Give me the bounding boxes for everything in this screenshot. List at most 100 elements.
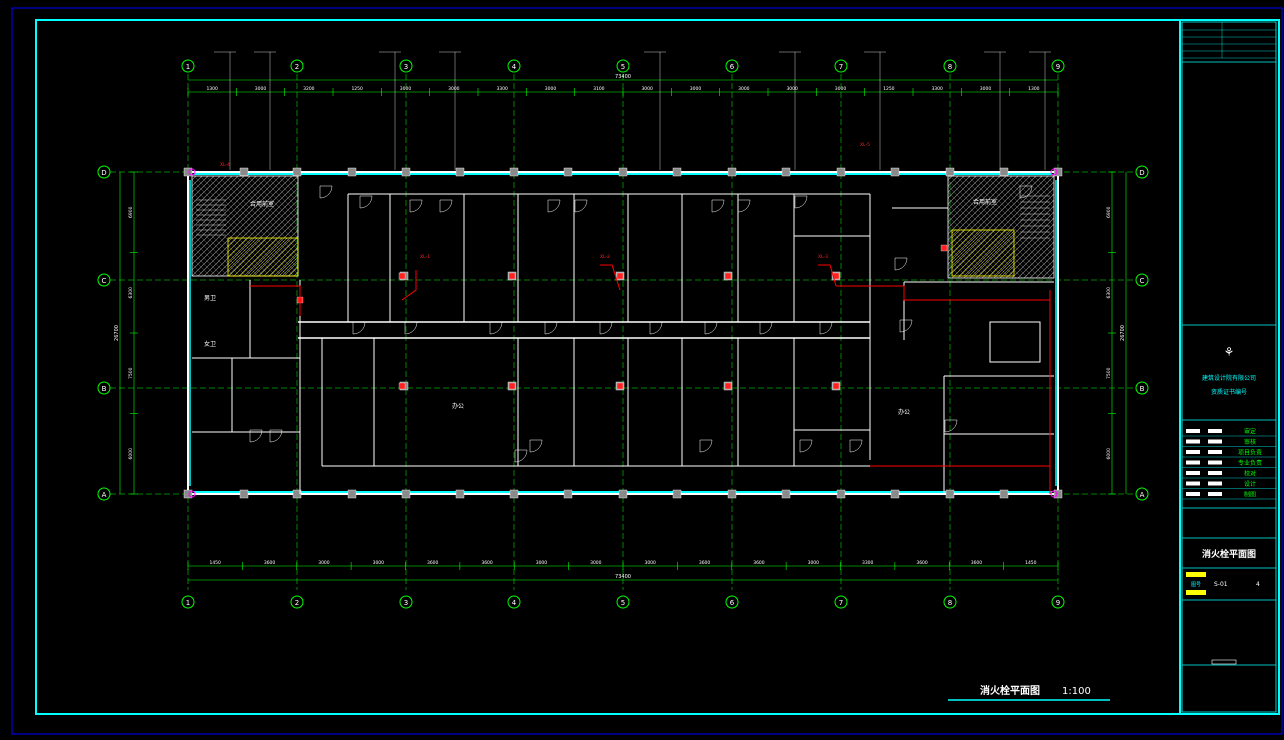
dim-text: 1450 <box>209 560 221 566</box>
structural-column <box>292 167 302 177</box>
dim-text: 3300 <box>496 86 508 92</box>
axis-bubble-right <box>1135 273 1149 287</box>
tb-role-box <box>1186 450 1200 454</box>
fire-hydrant-icon <box>616 382 624 390</box>
axis-label-right: C <box>1140 277 1145 285</box>
structural-column <box>945 167 955 177</box>
fire-hydrant-icon <box>616 272 624 280</box>
axis-bubble-left <box>97 381 111 395</box>
structural-column <box>727 167 737 177</box>
hydrant-tag: XL-3 <box>818 254 828 260</box>
axis-bubble-top <box>181 59 195 73</box>
tb-role-box <box>1186 471 1200 475</box>
tb-role-box <box>1186 460 1200 465</box>
axis-label-top: 3 <box>404 63 408 71</box>
door-swing <box>649 321 663 335</box>
dim-total-bottom: 73400 <box>615 574 631 580</box>
axis-label-top: 7 <box>839 63 843 71</box>
axis-label-bottom: 6 <box>730 599 735 607</box>
structural-column <box>509 489 519 499</box>
structural-column <box>455 489 465 499</box>
hydrant-tag: XL-2 <box>600 254 610 260</box>
room-partitions <box>191 175 1055 494</box>
structural-column <box>183 167 193 177</box>
axis-label-top: 8 <box>948 63 952 71</box>
tb-role-label: 项目负责 <box>1238 449 1262 457</box>
dim-text: 3600 <box>699 560 711 566</box>
axis-label-bottom: 7 <box>839 599 843 607</box>
door-swing <box>944 419 958 433</box>
fire-pipe <box>818 264 837 287</box>
fire-hydrant-icon <box>508 272 516 280</box>
axis-bubble-top <box>943 59 957 73</box>
structural-column <box>455 167 465 177</box>
axis-label-bottom: 8 <box>948 599 952 607</box>
tb-role-box <box>1186 439 1200 444</box>
door-swing <box>352 321 366 335</box>
fire-pipe <box>401 270 417 301</box>
tb-role-box <box>1208 460 1222 465</box>
dim-text: 3000 <box>644 560 656 566</box>
axis-bubble-right <box>1135 165 1149 179</box>
elevator-shaft-right <box>951 229 1015 277</box>
company-logo-icon: ⚘ <box>1224 345 1235 359</box>
dim-text: 3000 <box>808 560 820 566</box>
dim-text: 3000 <box>690 86 702 92</box>
riser-icon <box>1050 490 1058 498</box>
dim-text: 3600 <box>916 560 928 566</box>
structural-column <box>727 489 737 499</box>
structural-column <box>563 489 573 499</box>
door-swing <box>737 199 751 213</box>
door-swing <box>547 199 561 213</box>
structural-column <box>292 489 302 499</box>
tb-role-label: 审定 <box>1244 428 1256 436</box>
tb-role-box <box>1208 471 1222 475</box>
door-swing <box>1019 185 1033 199</box>
building-outline <box>183 167 1063 499</box>
dim-text: 3000 <box>980 86 992 92</box>
dim-text: 1300 <box>1028 86 1040 92</box>
tb-role-box <box>1208 439 1222 444</box>
dim-text: 3300 <box>862 560 874 566</box>
door-swing <box>249 429 263 443</box>
dim-text: 1450 <box>1025 560 1037 566</box>
door-swing <box>899 319 913 333</box>
axis-bubble-bottom <box>943 595 957 609</box>
axis-label-bottom: 3 <box>404 599 408 607</box>
sheet-label: 图号 <box>1191 582 1201 588</box>
dim-text: 3600 <box>971 560 983 566</box>
dim-text: 3000 <box>318 560 330 566</box>
door-swing <box>699 439 713 453</box>
dim-text: 3000 <box>835 86 847 92</box>
tb-role-label: 专业负责 <box>1238 459 1262 467</box>
riser-icon <box>188 490 196 498</box>
axis-label-top: 6 <box>730 63 735 71</box>
axis-label-top: 5 <box>621 63 625 71</box>
axis-label-bottom: 1 <box>186 599 190 607</box>
axis-bubble-right <box>1135 487 1149 501</box>
riser-icon <box>1050 168 1058 176</box>
door-swing <box>794 195 808 209</box>
dim-text: 3600 <box>427 560 439 566</box>
axis-bubble-top <box>290 59 304 73</box>
door-swing <box>514 449 528 463</box>
door-swing <box>529 439 543 453</box>
fire-hydrant-icon <box>940 244 948 252</box>
axis-label-bottom: 9 <box>1056 599 1060 607</box>
dim-text: 3000 <box>786 86 798 92</box>
structural-column <box>781 489 791 499</box>
door-swing <box>599 321 613 335</box>
axis-bubble-left <box>97 273 111 287</box>
axis-label-bottom: 5 <box>621 599 625 607</box>
fire-pipe <box>600 264 621 291</box>
door-swing <box>359 195 373 209</box>
structural-column <box>1053 489 1063 499</box>
dim-total-left: 26700 <box>114 325 120 341</box>
room-labels: 合用前室合用前室男卫女卫办公办公 <box>204 198 997 416</box>
dim-text: 6900 <box>128 206 134 218</box>
dim-text: 6300 <box>128 287 134 299</box>
hydrant-tag: XL-4 <box>220 162 230 168</box>
structural-column <box>890 167 900 177</box>
